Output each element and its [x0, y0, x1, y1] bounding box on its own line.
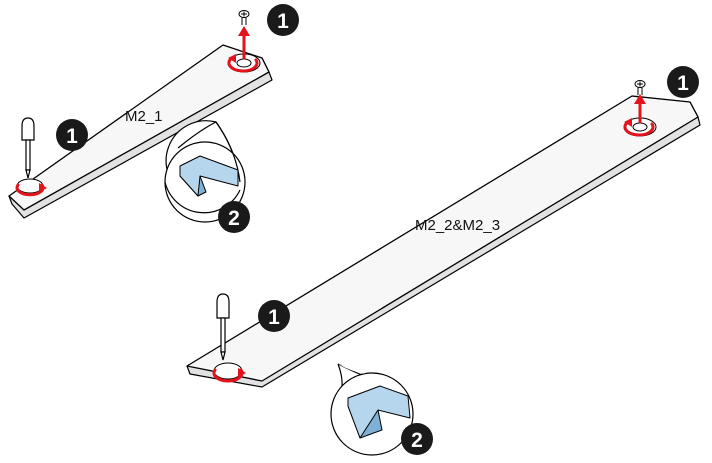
step-2-badge: 2 [401, 423, 433, 455]
screw-icon [635, 81, 645, 96]
svg-text:2: 2 [228, 207, 240, 230]
svg-text:1: 1 [677, 72, 689, 95]
svg-text:1: 1 [66, 125, 78, 148]
step-1-badge: 1 [667, 66, 699, 98]
step-1-badge: 1 [258, 300, 290, 332]
up-arrow-icon [238, 26, 250, 36]
m2-2-3-thermal-pad-callout: 2 [331, 364, 433, 455]
m2-1-screwdriver-icon [17, 118, 47, 195]
screw-icon [239, 11, 249, 26]
m2-1-standoff-screw [228, 11, 260, 73]
svg-text:1: 1 [268, 306, 280, 329]
step-1-badge: 1 [56, 119, 88, 151]
svg-text:2: 2 [411, 429, 423, 452]
m2-1-label: M2_1 [125, 108, 163, 125]
m2-2-3-label: M2_2&M2_3 [415, 217, 500, 234]
m2-1-thermal-pad-callout: 2 [165, 121, 250, 233]
svg-text:1: 1 [277, 10, 289, 33]
step-2-badge: 2 [218, 201, 250, 233]
step-1-badge: 1 [267, 4, 299, 36]
m2-2-3-plate: M2_2&M2_3 [187, 96, 700, 387]
